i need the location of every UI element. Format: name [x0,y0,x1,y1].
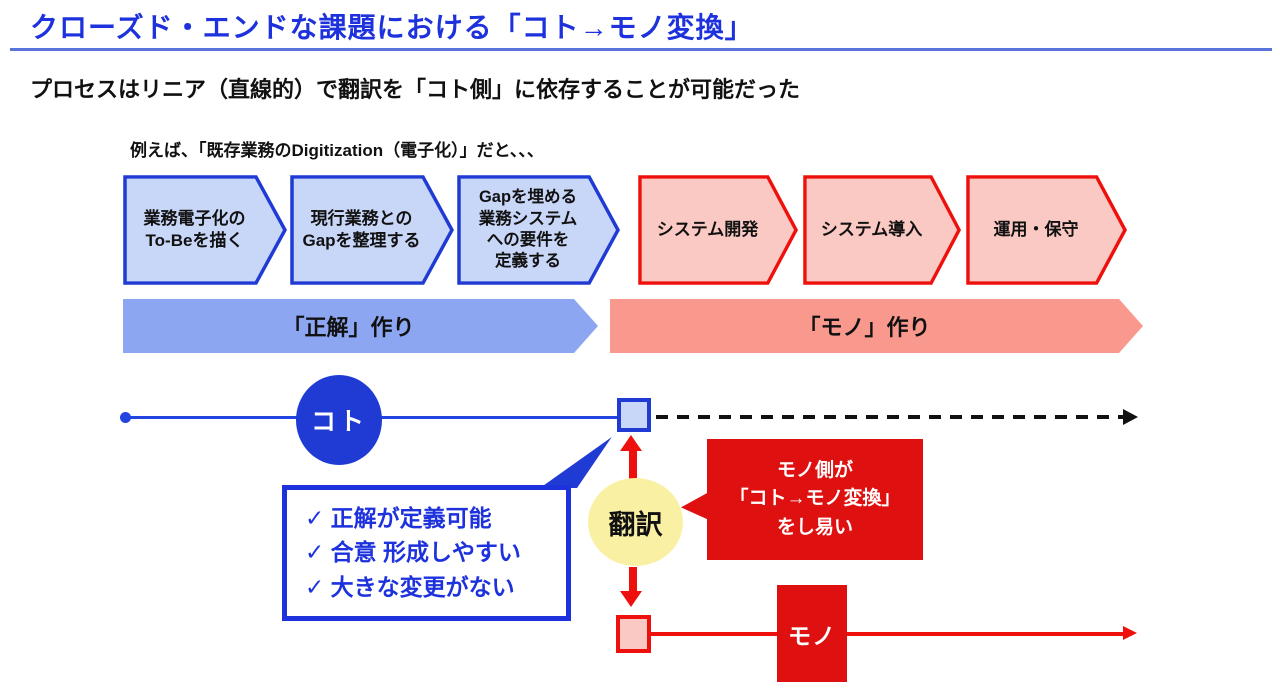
down-arrow-shaft [629,567,637,593]
process-step-mono-2: システム導入 [803,175,962,285]
mono-start-square [616,615,651,653]
up-arrow-head-icon [620,435,642,451]
process-step-label: Gapを埋める 業務システム への要件を 定義する [478,188,578,271]
mono-box-label: モノ [788,622,836,649]
chevron-shape [966,175,1128,285]
dashed-future-line [656,415,1124,419]
koto-handoff-square [617,398,651,432]
banner-label: 「モノ」作り [798,315,931,340]
process-step-mono-3: 運用・保守 [966,175,1128,285]
process-step-label: 現行業務との Gapを整理する [302,208,421,250]
dashed-arrow-head-icon [1123,409,1138,425]
process-step-koto-2: 現行業務との Gapを整理する [290,175,455,285]
process-step-koto-1: 業務電子化の To-Beを描く [123,175,288,285]
chevron-shape [290,175,454,285]
banner-mono-zukuri: 「モノ」作り [610,299,1143,353]
bubble-pointer [681,492,709,520]
example-label: 例えば、「既存業務のDigitization（電子化）」だと、、、 [130,141,544,160]
checklist-item: ✓ 合意 形成しやすい [305,539,521,566]
process-step-mono-1: システム開発 [638,175,799,285]
up-arrow-shaft [629,449,637,479]
chevron-shape [123,175,287,285]
checklist-callout-pointer [540,437,612,488]
koto-circle: コト [296,375,382,465]
mono-arrow-head-icon [1123,626,1137,640]
checklist-box: ✓ 正解が定義可能 ✓ 合意 形成しやすい ✓ 大きな変更がない [282,485,571,621]
honyaku-circle: 翻訳 [588,478,683,566]
process-step-label: システム開発 [656,219,759,239]
chevron-shape [803,175,962,285]
process-step-label: システム導入 [820,219,923,239]
mono-timeline-line [651,632,1125,636]
title-underline [10,48,1272,51]
mono-side-bubble: モノ側が 「コト→モノ変換」 をし易い [707,439,923,560]
checklist-item: ✓ 正解が定義可能 [305,505,492,532]
bubble-text: モノ側が 「コト→モノ変換」 をし易い [729,459,901,538]
page-title: クローズド・エンドな課題における「コト→モノ変換」 [30,12,754,43]
chevron-shape [457,175,620,285]
process-step-label: 業務電子化の To-Beを描く [143,208,246,250]
mono-box: モノ [777,585,847,682]
page-subtitle: プロセスはリニア（直線的）で翻訳を「コト側」に依存することが可能だった [30,77,801,102]
banner-seikai-zukuri: 「正解」作り [123,299,598,353]
honyaku-label: 翻訳 [608,509,663,540]
checklist-item: ✓ 大きな変更がない [305,573,515,600]
koto-circle-label: コト [310,408,367,436]
banner-label: 「正解」作り [282,315,415,340]
chevron-shape [638,175,799,285]
down-arrow-head-icon [620,591,642,607]
process-step-label: 運用・保守 [993,219,1079,239]
process-step-koto-3: Gapを埋める 業務システム への要件を 定義する [457,175,621,285]
